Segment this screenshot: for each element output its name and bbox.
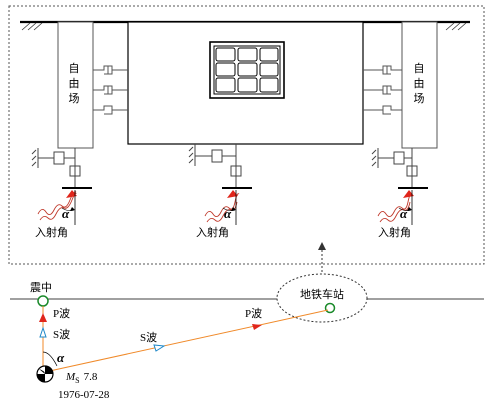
station-cross-section <box>209 41 285 99</box>
free-field-label-left-2: 由 <box>69 76 80 90</box>
base-boundary-right <box>371 148 418 188</box>
base-boundary-left <box>31 148 81 188</box>
incidence-label-center: 入射角 <box>196 225 229 239</box>
free-field-label-right-3: 场 <box>414 91 425 105</box>
epicenter-label: 震中 <box>30 281 52 294</box>
event-date: 1976-07-28 <box>58 389 110 401</box>
free-field-label-left-3: 场 <box>69 91 80 105</box>
s-wave-label-inclined: S波 <box>140 331 157 344</box>
station-point <box>324 302 336 314</box>
hypocenter-angle-arc <box>42 351 58 367</box>
model-boundary <box>8 5 485 265</box>
angle-symbol-center: α <box>224 206 232 221</box>
free-field-label-right-2: 由 <box>414 76 425 90</box>
epicenter-point <box>37 295 49 307</box>
incident-wave-center: α 入射角 <box>196 190 240 239</box>
zoom-connector-arrow <box>318 242 326 250</box>
angle-symbol-hypocenter: α <box>57 350 65 365</box>
free-field-column-left <box>57 21 94 149</box>
p-wave-arrow-inclined <box>252 324 262 330</box>
p-wave-label-vertical: P波 <box>53 307 70 320</box>
lateral-dashpots-left <box>93 65 128 115</box>
free-field-label-right: 自 <box>414 62 425 75</box>
p-wave-label-inclined: P波 <box>245 307 262 320</box>
incidence-label-right: 入射角 <box>378 225 411 239</box>
surface-hatch-left <box>21 22 43 31</box>
free-field-label-left: 自 <box>69 62 80 75</box>
incident-wave-right: α 入射角 <box>377 190 414 239</box>
lateral-dashpots-right <box>363 65 402 115</box>
s-wave-arrow-inclined <box>153 344 166 352</box>
base-boundary-center <box>188 144 242 188</box>
hypocenter-beachball <box>36 365 54 383</box>
station-region-ellipse <box>276 273 368 323</box>
free-field-column-right <box>401 21 438 149</box>
angle-symbol-right: α <box>400 206 408 221</box>
surface-hatch-right <box>445 22 467 31</box>
incidence-label-left: 入射角 <box>35 225 68 239</box>
angle-symbol-left: α <box>62 206 70 221</box>
s-wave-label-vertical: S波 <box>53 328 70 341</box>
incident-wave-left: α 入射角 <box>35 190 77 239</box>
inclined-ray <box>44 309 329 373</box>
p-wave-arrow-vertical <box>39 313 47 322</box>
station-label: 地铁车站 <box>300 287 344 301</box>
s-wave-arrow-vertical <box>39 326 47 338</box>
